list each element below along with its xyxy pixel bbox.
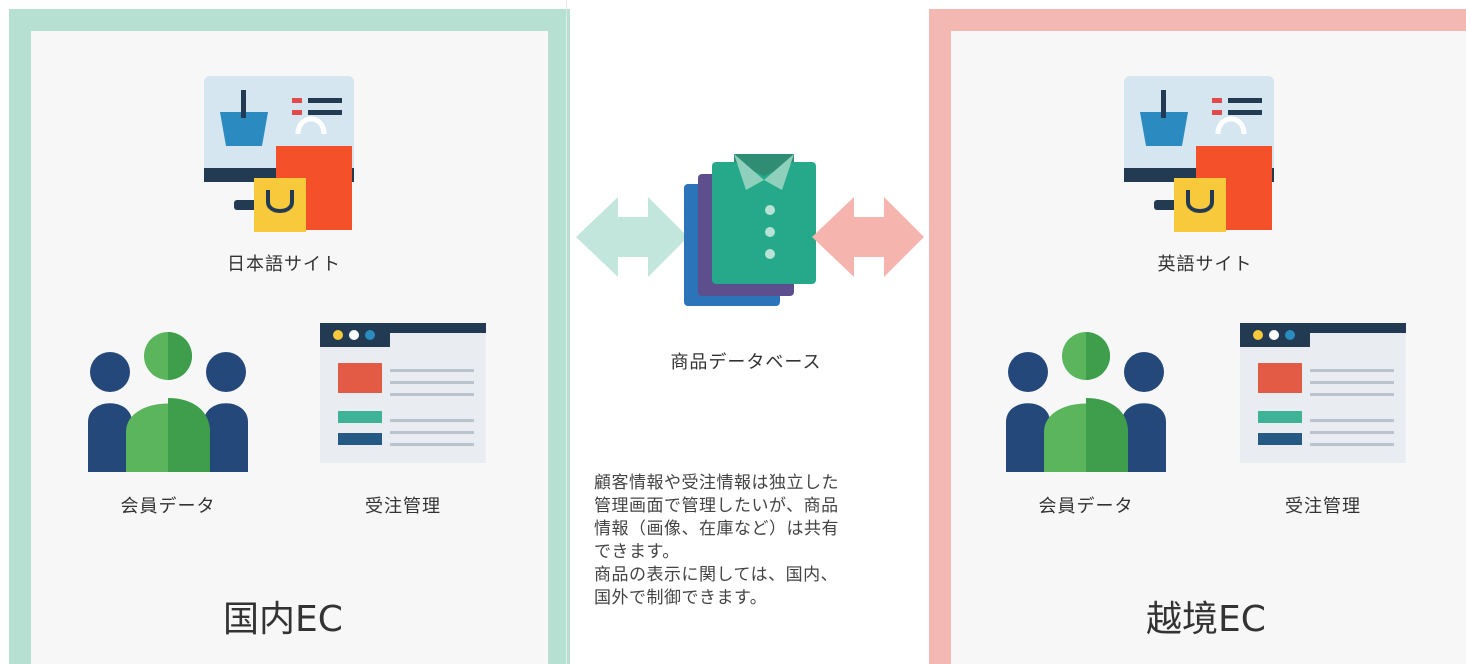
monitor-shopping-icon — [204, 76, 364, 236]
japanese-site-label: 日本語サイト — [227, 254, 341, 275]
browser-window-icon — [320, 323, 486, 463]
users-group-icon — [88, 332, 248, 472]
member-data-label: 会員データ — [120, 496, 216, 517]
double-arrow-icon — [576, 197, 688, 277]
center-divider — [566, 0, 567, 664]
member-data-label-right: 会員データ — [1038, 496, 1134, 517]
users-group-icon-right — [1006, 332, 1166, 472]
order-management-label-right: 受注管理 — [1285, 496, 1361, 517]
english-site-label: 英語サイト — [1157, 254, 1253, 275]
product-database-label: 商品データベース — [670, 352, 822, 373]
double-arrow-icon-right — [812, 197, 924, 277]
monitor-shopping-icon-right — [1124, 76, 1284, 236]
domestic-ec-title: 国内EC — [223, 599, 343, 640]
clothing-stack-icon — [684, 154, 816, 306]
browser-window-icon-right — [1240, 323, 1406, 463]
sharing-note: 顧客情報や受注情報は独立した 管理画面で管理したいが、商品 情報（画像、在庫など… — [594, 473, 839, 608]
crossborder-ec-title: 越境EC — [1146, 599, 1266, 640]
order-management-label: 受注管理 — [365, 496, 441, 517]
